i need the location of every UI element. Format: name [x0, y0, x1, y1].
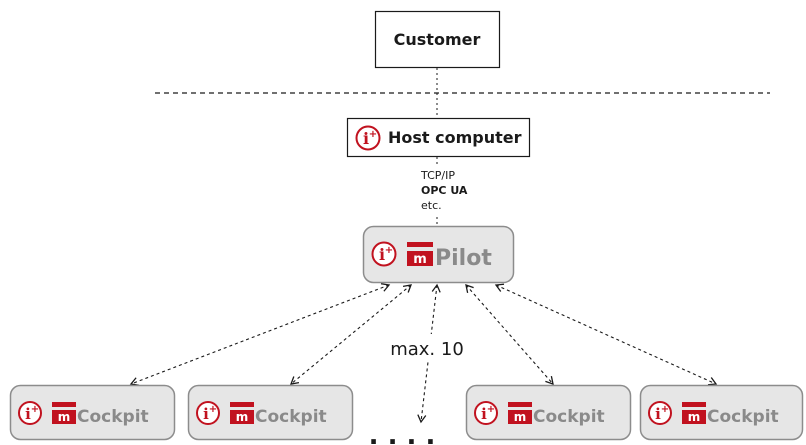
cockpit-label: Cockpit: [255, 407, 327, 427]
svg-text:+: +: [209, 404, 217, 415]
host-computer-node: i + Host computer: [346, 117, 531, 158]
svg-text:i: i: [25, 405, 31, 423]
cockpit-logo-icon: i +: [474, 401, 498, 425]
cockpit-logo-icon: i +: [18, 401, 42, 425]
protocol-etc: etc.: [421, 199, 442, 212]
svg-text:+: +: [31, 404, 39, 415]
cockpit-box: [9, 384, 176, 441]
customer-label: Customer: [394, 30, 481, 49]
pilot-cockpit-arrow-3: [465, 284, 554, 385]
host-logo-icon: i +: [355, 125, 381, 151]
svg-text:i: i: [203, 405, 209, 423]
svg-text:m: m: [413, 252, 427, 267]
more-cockpits-ellipsis: . . . .: [369, 421, 436, 445]
pilot-cockpit-arrow-4: [494, 283, 718, 386]
svg-text:i: i: [379, 245, 385, 264]
pilot-logo-icon: i +: [371, 241, 397, 267]
pilot-m-icon: m: [407, 242, 433, 267]
svg-text:m: m: [688, 410, 701, 424]
svg-text:+: +: [487, 404, 495, 415]
cockpit-logo-icon: i +: [648, 401, 672, 425]
cockpit-box: [639, 384, 804, 441]
svg-text:i: i: [655, 405, 661, 423]
protocol-opcua: OPC UA: [421, 184, 468, 197]
cockpit-m-icon: m: [230, 402, 254, 424]
svg-text:i: i: [481, 405, 487, 423]
cockpit-node-3: i + m Cockpit: [465, 384, 632, 441]
cockpit-node-2: i + m Cockpit: [187, 384, 354, 441]
cockpit-box: [465, 384, 632, 441]
max-count-label: max. 10: [384, 334, 470, 362]
customer-box: [374, 10, 501, 69]
cockpit-m-icon: m: [52, 402, 76, 424]
pilot-label: Pilot: [435, 246, 492, 271]
protocol-tcpip: TCP/IP: [420, 169, 455, 182]
max-count-text: max. 10: [390, 339, 464, 360]
svg-text:+: +: [385, 245, 393, 256]
cockpit-m-icon: m: [508, 402, 532, 424]
svg-text:+: +: [369, 129, 377, 140]
cockpit-m-icon: m: [682, 402, 706, 424]
svg-text:+: +: [661, 404, 669, 415]
cockpit-node-1: i + m Cockpit: [9, 384, 176, 441]
customer-node: Customer: [374, 10, 501, 69]
svg-text:m: m: [236, 410, 249, 424]
cockpit-label: Cockpit: [707, 407, 779, 427]
cockpit-label: Cockpit: [533, 407, 605, 427]
protocol-labels: TCP/IP OPC UA etc.: [418, 167, 468, 215]
svg-text:i: i: [363, 129, 369, 148]
cockpit-logo-icon: i +: [196, 401, 220, 425]
pilot-cockpit-arrow-2: [289, 284, 413, 385]
pilot-cockpit-arrow-1: [129, 283, 391, 386]
svg-text:m: m: [514, 410, 527, 424]
cockpit-box: [187, 384, 354, 441]
svg-text:m: m: [58, 410, 71, 424]
cockpit-label: Cockpit: [77, 407, 149, 427]
host-computer-label: Host computer: [388, 128, 522, 147]
pilot-node: i + m Pilot: [362, 225, 515, 284]
pilot-box: [362, 225, 515, 284]
cockpit-node-4: i + m Cockpit: [639, 384, 804, 441]
